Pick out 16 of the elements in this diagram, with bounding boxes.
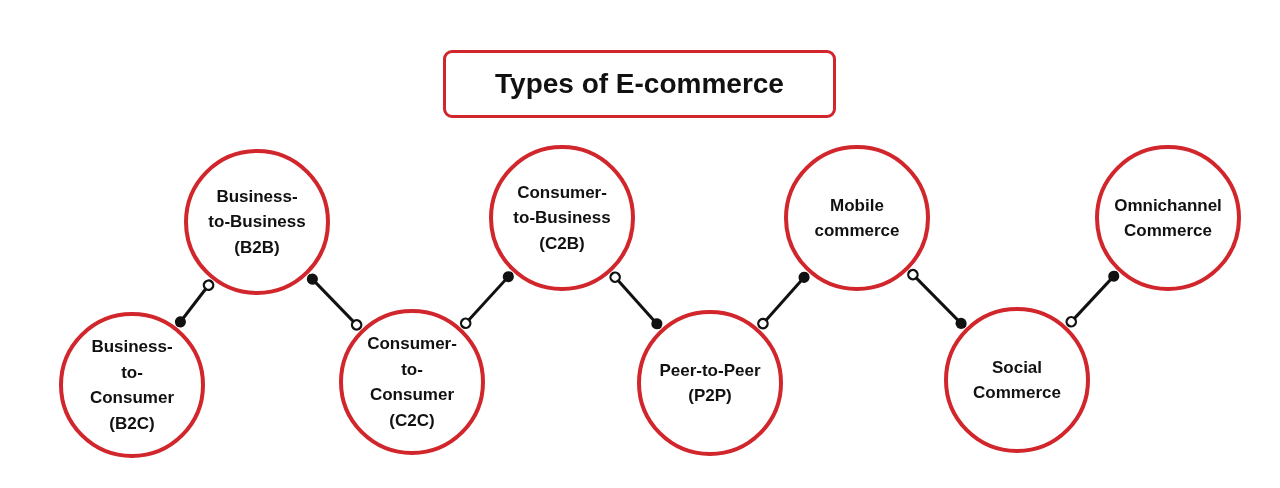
type-label: Social Commerce [972,356,1062,404]
connector-line [757,271,810,330]
type-label: Mobile commerce [813,194,901,242]
type-label: Consumer-to-Consumer (C2C) [366,333,458,432]
type-label: Business-to-Consumer (B2C) [88,336,176,435]
connector-line [174,279,215,328]
type-label: Peer-to-Peer (P2P) [659,359,761,407]
connector-line [907,268,967,329]
connector-line [609,271,663,330]
type-label: Business-to-Business (B2B) [207,185,307,259]
connector-line [306,273,363,331]
type-label: Omnichannel Commerce [1114,194,1222,242]
type-label: Consumer-to-Business (C2B) [512,181,612,255]
title: Types of E-commerce [443,50,836,118]
connector-line [459,271,514,330]
connector-line [1065,270,1120,328]
